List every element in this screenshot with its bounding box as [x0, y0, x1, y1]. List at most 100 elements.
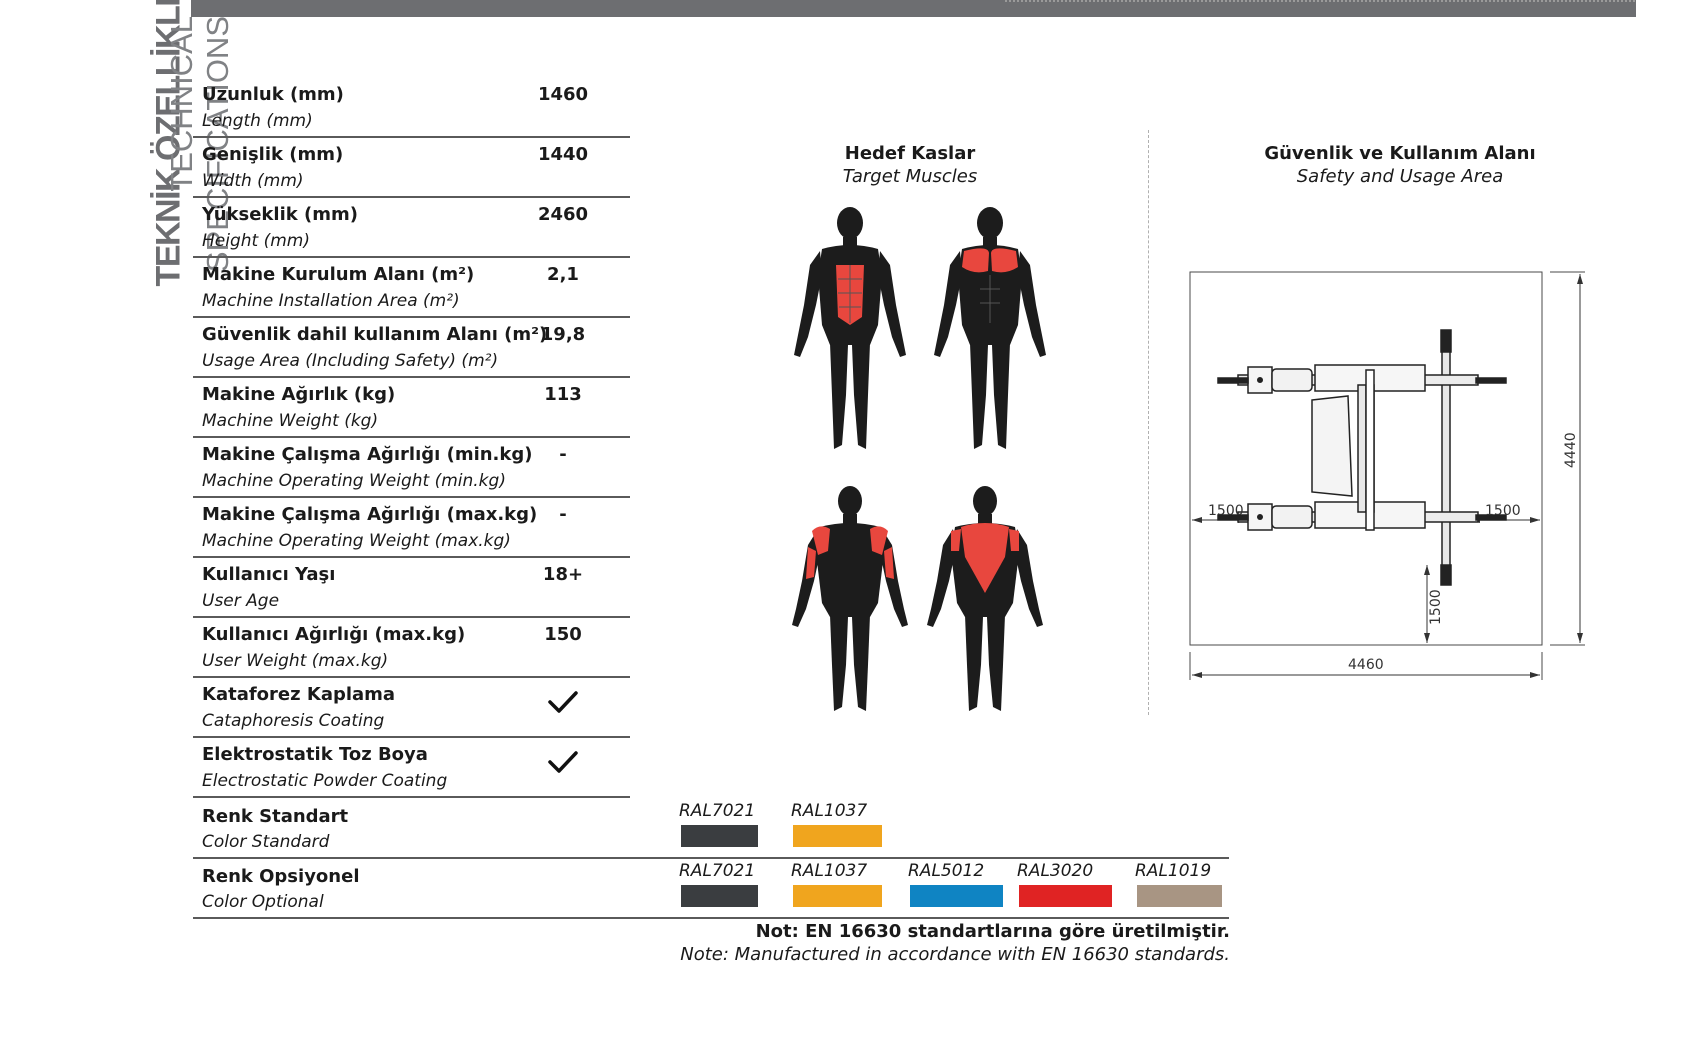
- color-standard-row: Renk Standart Color Standard RAL7021 RAL…: [193, 799, 1229, 859]
- side-title: TEKNİK ÖZELLİKLER TECHNICAL SPECIFICATIO…: [118, 0, 236, 370]
- spec-row: Makine Ağırlık (kg) Machine Weight (kg) …: [193, 378, 630, 438]
- safety-area-title-en: Safety and Usage Area: [1296, 166, 1504, 187]
- spec-value: -: [559, 504, 567, 525]
- spec-label-en: Length (mm): [202, 111, 313, 131]
- spec-label-tr: Kataforez Kaplama: [202, 684, 396, 705]
- anatomy-front-abs-figure: [794, 207, 906, 449]
- spec-value: 1440: [537, 144, 589, 165]
- swatch-chip: [793, 885, 882, 907]
- section-divider: [1148, 130, 1149, 715]
- note-tr: Not: EN 16630 standartlarına göre üretil…: [755, 921, 1230, 942]
- note-en: Note: Manufactured in accordance with EN…: [680, 944, 1230, 965]
- spec-row: Kullanıcı Yaşı User Age 18+: [193, 558, 630, 618]
- header-bar: [191, 0, 1636, 17]
- spec-label-en: Machine Weight (kg): [202, 411, 379, 431]
- spec-value: 19,8: [540, 324, 586, 345]
- color-swatch: RAL7021: [679, 861, 758, 907]
- spec-label-tr: Makine Çalışma Ağırlığı (min.kg): [202, 444, 533, 465]
- header-dotted-rule: [1005, 0, 1635, 2]
- anatomy-back-shoulders-figure: [792, 486, 908, 711]
- color-optional-label-en: Color Optional: [202, 892, 324, 912]
- check-icon: [548, 751, 578, 773]
- spec-label-en: Machine Installation Area (m²): [202, 291, 460, 311]
- spec-row: Makine Kurulum Alanı (m²) Machine Instal…: [193, 258, 630, 318]
- spec-label-tr: Kullanıcı Ağırlığı (max.kg): [202, 624, 466, 645]
- color-swatch: RAL1037: [791, 801, 882, 847]
- spec-label-tr: Makine Ağırlık (kg): [202, 384, 396, 405]
- spec-value: 2,1: [547, 264, 579, 285]
- anatomy-front-chest-figure: [934, 207, 1046, 449]
- color-swatch: RAL3020: [1017, 861, 1112, 907]
- spec-value: 1460: [537, 84, 589, 105]
- spec-row: Uzunluk (mm) Length (mm) 1460: [193, 78, 630, 138]
- swatch-chip: [1137, 885, 1222, 907]
- swatch-chip: [1019, 885, 1112, 907]
- spec-label-en: Machine Operating Weight (max.kg): [202, 531, 511, 551]
- spec-label-en: Electrostatic Powder Coating: [202, 771, 448, 791]
- spec-value: 18+: [542, 564, 584, 585]
- swatch-code: RAL1037: [791, 801, 868, 821]
- spec-row: Kullanıcı Ağırlığı (max.kg) User Weight …: [193, 618, 630, 678]
- spec-row: Elektrostatik Toz Boya Electrostatic Pow…: [193, 738, 630, 798]
- swatch-chip: [681, 825, 758, 847]
- spec-table: Uzunluk (mm) Length (mm) 1460 Genişlik (…: [193, 78, 630, 798]
- dim-left-label: 1500: [1208, 503, 1244, 519]
- swatch-code: RAL7021: [679, 801, 756, 821]
- swatch-chip: [910, 885, 1003, 907]
- safety-area-diagram: 1500 1500 1500 4460 4440: [1189, 271, 1585, 680]
- spec-label-en: Width (mm): [202, 171, 304, 191]
- color-section: Renk Standart Color Standard RAL7021 RAL…: [193, 799, 1229, 919]
- dim-bottom-label: 1500: [1428, 589, 1444, 625]
- swatch-chip: [793, 825, 882, 847]
- spec-label-tr: Yükseklik (mm): [202, 204, 358, 225]
- spec-value: 2460: [537, 204, 589, 225]
- spec-value: 113: [544, 384, 582, 405]
- dim-width-label: 4460: [1348, 657, 1384, 673]
- check-icon: [548, 691, 578, 713]
- swatch-code: RAL3020: [1017, 861, 1094, 881]
- color-swatch: RAL1019: [1135, 861, 1222, 907]
- spec-label-en: Cataphoresis Coating: [202, 711, 385, 731]
- swatch-code: RAL1019: [1135, 861, 1212, 881]
- spec-label-tr: Kullanıcı Yaşı: [202, 564, 336, 585]
- spec-row: Genişlik (mm) Width (mm) 1440: [193, 138, 630, 198]
- swatch-chip: [681, 885, 758, 907]
- dim-right-label: 1500: [1485, 503, 1521, 519]
- color-swatch: RAL1037: [791, 861, 882, 907]
- safety-area-heading: Güvenlik ve Kullanım Alanı Safety and Us…: [1230, 143, 1570, 187]
- spec-row: Makine Çalışma Ağırlığı (max.kg) Machine…: [193, 498, 630, 558]
- safety-area-title-tr: Güvenlik ve Kullanım Alanı: [1264, 143, 1536, 164]
- spec-row: Makine Çalışma Ağırlığı (min.kg) Machine…: [193, 438, 630, 498]
- color-standard-label-tr: Renk Standart: [202, 806, 349, 827]
- target-muscles-heading: Hedef Kaslar Target Muscles: [810, 143, 1010, 187]
- spec-label-en: Usage Area (Including Safety) (m²): [202, 351, 499, 371]
- swatch-code: RAL1037: [791, 861, 868, 881]
- swatch-code: RAL7021: [679, 861, 756, 881]
- color-optional-label-tr: Renk Opsiyonel: [202, 866, 360, 887]
- spec-value: 150: [544, 624, 582, 645]
- color-swatch: RAL5012: [908, 861, 1003, 907]
- spec-label-en: User Weight (max.kg): [202, 651, 389, 671]
- spec-label-tr: Elektrostatik Toz Boya: [202, 744, 428, 765]
- spec-row: Güvenlik dahil kullanım Alanı (m²) Usage…: [193, 318, 630, 378]
- dim-height-label: 4440: [1563, 432, 1579, 468]
- swatch-code: RAL5012: [908, 861, 985, 881]
- spec-row: Kataforez Kaplama Cataphoresis Coating: [193, 678, 630, 738]
- spec-label-tr: Uzunluk (mm): [202, 84, 344, 105]
- color-optional-row: Renk Opsiyonel Color Optional RAL7021 RA…: [193, 859, 1229, 919]
- standards-note: Not: EN 16630 standartlarına göre üretil…: [680, 921, 1230, 965]
- spec-label-en: Machine Operating Weight (min.kg): [202, 471, 506, 491]
- target-muscles-title-tr: Hedef Kaslar: [844, 143, 976, 164]
- spec-label-tr: Güvenlik dahil kullanım Alanı (m²): [202, 324, 548, 345]
- spec-value: -: [559, 444, 567, 465]
- color-swatch: RAL7021: [679, 801, 758, 847]
- color-standard-label-en: Color Standard: [202, 832, 330, 852]
- spec-label-en: User Age: [202, 591, 280, 611]
- spec-label-tr: Genişlik (mm): [202, 144, 344, 165]
- target-muscles-title-en: Target Muscles: [842, 166, 978, 187]
- anatomy-back-traps-figure: [927, 486, 1043, 711]
- spec-row: Yükseklik (mm) Height (mm) 2460: [193, 198, 630, 258]
- spec-label-tr: Makine Kurulum Alanı (m²): [202, 264, 475, 285]
- spec-label-en: Height (mm): [202, 231, 310, 251]
- spec-label-tr: Makine Çalışma Ağırlığı (max.kg): [202, 504, 538, 525]
